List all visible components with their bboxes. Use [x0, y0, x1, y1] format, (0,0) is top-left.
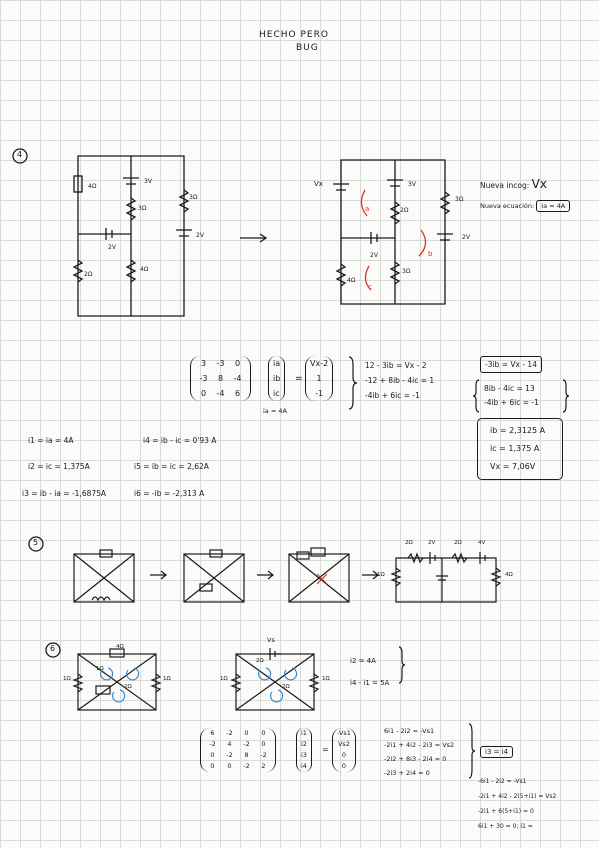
p5-circuit-2	[183, 549, 245, 603]
p6-right-circuit	[230, 648, 320, 711]
p4r-r4: 3Ω	[402, 268, 411, 275]
p4l-r4: 4Ω	[140, 266, 149, 273]
p4-arrow	[240, 233, 268, 243]
p6r-rtop: 2Ω	[256, 658, 264, 664]
p4-boxed-eq: -3ib = Vx - 14	[480, 356, 542, 373]
p4l-r5: 3Ω	[189, 194, 198, 201]
p4r-r1: 3Ω	[455, 196, 464, 203]
p4-note-unknown-value: Vx	[531, 177, 547, 191]
p5-r2: 2Ω	[454, 540, 462, 546]
p6l-top-r: 4Ω	[116, 644, 124, 650]
page-title: HECHO PERO	[259, 30, 329, 40]
page-subtitle: BUG	[296, 43, 319, 53]
p5-arrow-1	[150, 570, 167, 580]
p6-number: 6	[50, 644, 56, 653]
p6l-rdiag: 1Ω	[96, 666, 104, 672]
p4-note-unknown: Nueva incog: Vx	[480, 177, 547, 191]
p4-current-1: i1 = ia = 4A	[28, 436, 74, 445]
p5-circuit-1	[73, 549, 135, 603]
p5-r1: 2Ω	[405, 540, 413, 546]
p6-eq-brace	[468, 723, 476, 779]
p5-v1: 2V	[428, 540, 436, 546]
p4l-v2: 2V	[108, 244, 116, 251]
p5-rl: 1Ω	[377, 572, 385, 578]
p4-current-3: i3 = ib - ia = -1,6875A	[22, 489, 107, 498]
p4-condition: ia = 4A	[263, 407, 287, 415]
p4-current-6: i6 = -ib = -2,313 A	[134, 489, 205, 498]
p4r-v2: 2V	[370, 252, 378, 259]
p4r-v1: 3V	[408, 181, 416, 188]
p5-rr: 4Ω	[505, 572, 513, 578]
p4r-r3: 4Ω	[347, 277, 356, 284]
p6-equations: 6i1 - 2i2 = -Vs1-2i1 + 4i2 - 2i3 = Vs2-2…	[384, 727, 455, 777]
p4r-r2: 2Ω	[400, 207, 409, 214]
p4-number: 4	[17, 150, 23, 159]
p6-substituted: -6i1 - 2i2 = -Vs1 -2i1 + 4i2 - 2(5+i1) =…	[478, 778, 557, 830]
p6l-rmid: 2Ω	[124, 684, 132, 690]
p4-brace-right	[562, 379, 570, 413]
p6l-rl: 1Ω	[63, 676, 71, 682]
p4-reduced: 8ib - 4ic = 13-4ib + 6ic = -1	[484, 384, 539, 407]
p5-arrow-3	[362, 570, 379, 580]
p5-circuit-final	[390, 552, 502, 603]
p6r-rmid: 2Ω	[282, 684, 290, 690]
p6l-rr: 1Ω	[163, 676, 171, 682]
p4r-v3: 2V	[462, 234, 470, 241]
p4-equations: 12 - 3ib = Vx - 2-12 + 8ib - 4ic = 1-4ib…	[365, 361, 435, 400]
p5-number-circle	[28, 536, 44, 552]
p4-equals: =	[295, 374, 303, 384]
p4l-r3: 2Ω	[84, 271, 93, 278]
p4-note-eq-label: Nueva ecuación:	[480, 202, 535, 210]
p6-conds-brace	[398, 646, 406, 684]
p5-number: 5	[33, 538, 39, 547]
p4r-vx: Vx	[314, 180, 323, 188]
p4-results-box	[477, 418, 563, 480]
p4-current-2: i2 = ic = 1,375A	[28, 462, 90, 471]
p4r-loop-a: a	[365, 205, 370, 213]
p5-circuit-3	[288, 547, 350, 603]
p4-note-eq-value: ia = 4A	[536, 200, 571, 212]
p4-brace	[348, 356, 358, 410]
p6r-rr: 1Ω	[322, 676, 330, 682]
p4l-v3: 2V	[196, 232, 204, 239]
p4-current-4: i4 = ib - ic = 0'93 A	[143, 436, 217, 445]
p5-arrow-2	[257, 570, 274, 580]
p6-left-circuit	[72, 648, 162, 711]
p4-note-eq: Nueva ecuación: ia = 4A	[480, 200, 571, 212]
p4-note-unknown-label: Nueva incog:	[480, 181, 530, 190]
p6-boxed: i3 = i4	[480, 746, 514, 758]
p4l-v1: 3V	[144, 178, 152, 185]
p4r-loop-b: b	[428, 250, 433, 258]
p4l-r2: 3Ω	[138, 205, 147, 212]
p5-v2: 4V	[478, 540, 486, 546]
p4r-loop-c: c	[368, 283, 372, 291]
p6-number-circle	[45, 642, 61, 658]
p6-equals: =	[322, 745, 329, 754]
p4-left-circuit	[72, 155, 192, 317]
p6r-rl: 1Ω	[220, 676, 228, 682]
p4-right-circuit	[333, 159, 453, 305]
p4l-r1: 4Ω	[88, 183, 97, 190]
p4-brace-left	[472, 379, 480, 413]
p4-current-5: i5 = ib = ic = 2,62A	[134, 462, 209, 471]
p6r-vs: Vs	[267, 636, 275, 644]
p4-number-circle	[12, 148, 28, 164]
